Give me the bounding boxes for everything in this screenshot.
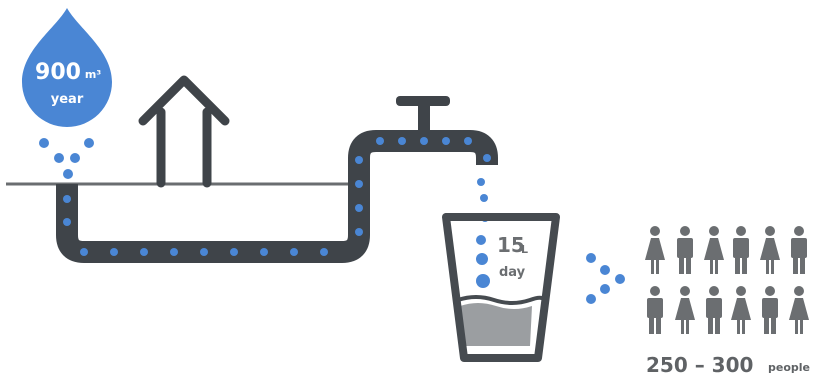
pipe-dot — [80, 248, 88, 256]
glass-wave — [458, 297, 542, 303]
flow-dot — [586, 294, 596, 304]
flow-dots — [586, 253, 625, 304]
person-female-icon — [731, 286, 751, 334]
pipe-dot — [464, 137, 472, 145]
water-drop-group: 900 m³ year — [22, 8, 112, 127]
person-male-icon — [791, 226, 807, 274]
pipe-dot — [290, 248, 298, 256]
person-male-icon — [647, 286, 663, 334]
glass-icon: 15 L day — [446, 217, 556, 358]
droplet — [70, 153, 80, 163]
faucet-icon — [396, 96, 450, 130]
drop-period-label: year — [51, 92, 84, 107]
glass-bubble — [476, 253, 488, 265]
glass-bubble — [476, 235, 486, 245]
person-female-icon — [760, 226, 780, 274]
drop-volume-unit: m³ — [85, 68, 101, 81]
pipe-dot — [420, 137, 428, 145]
pipe-dot — [140, 248, 148, 256]
daily-volume-unit: L — [521, 243, 528, 256]
glass-water-fill — [460, 303, 532, 346]
pipe-dot — [200, 248, 208, 256]
person-male-icon — [762, 286, 778, 334]
pipe-dot — [398, 137, 406, 145]
population-unit: people — [768, 361, 810, 374]
pipe-water-dots — [63, 137, 491, 256]
pipe-dot — [230, 248, 238, 256]
person-female-icon — [675, 286, 695, 334]
drip — [477, 178, 485, 186]
drip — [480, 194, 488, 202]
flow-dot — [586, 253, 596, 263]
people-icon — [645, 226, 809, 334]
pipe-dot — [355, 204, 363, 212]
pipe-dot — [63, 195, 71, 203]
person-male-icon — [706, 286, 722, 334]
droplet — [39, 138, 49, 148]
pipe-dot — [355, 156, 363, 164]
pipe-dot — [170, 248, 178, 256]
droplet — [63, 169, 73, 179]
daily-period-label: day — [499, 265, 526, 280]
pipe-dot — [110, 248, 118, 256]
person-female-icon — [704, 226, 724, 274]
pipe-dot — [442, 137, 450, 145]
pipe-dot — [355, 228, 363, 236]
flow-dot — [600, 284, 610, 294]
pipe-dot — [355, 180, 363, 188]
population-label: 250 – 300 people — [646, 353, 810, 377]
house-icon — [143, 80, 225, 183]
flow-dot — [615, 274, 625, 284]
person-male-icon — [733, 226, 749, 274]
drop-volume-value: 900 — [35, 60, 81, 85]
pipe-dot — [63, 218, 71, 226]
falling-droplets — [39, 138, 94, 179]
pipe-dot — [483, 154, 491, 162]
glass-bubble — [476, 274, 490, 288]
pipe-dot — [376, 137, 384, 145]
pipe-dot — [260, 248, 268, 256]
person-female-icon — [789, 286, 809, 334]
droplet — [54, 153, 64, 163]
pipe-dot — [320, 248, 328, 256]
droplet — [84, 138, 94, 148]
person-male-icon — [677, 226, 693, 274]
person-female-icon — [645, 226, 665, 274]
population-range: 250 – 300 — [646, 353, 753, 377]
flow-dot — [600, 265, 610, 275]
pipe — [67, 141, 487, 252]
